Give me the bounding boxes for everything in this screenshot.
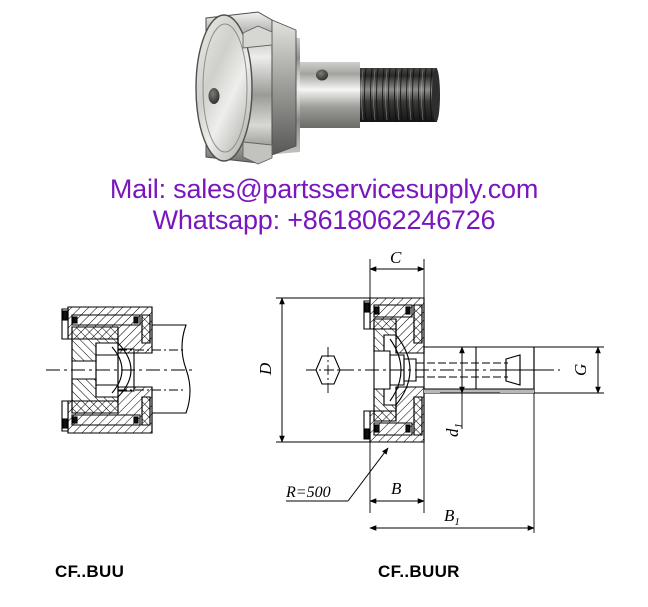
dim-label-c: C [390, 248, 402, 267]
hex-socket [208, 88, 220, 104]
photo-flange-caps [242, 25, 273, 165]
photo-stud-shank [296, 62, 360, 128]
annotation-r500: R=500 [285, 484, 331, 501]
photo-threaded-stud [357, 67, 440, 123]
dim-label-d: D [256, 362, 275, 376]
lubrication-hole [316, 69, 328, 81]
caption-cf-buur: CF..BUUR [378, 562, 460, 581]
photo-outer-ring [195, 11, 297, 164]
dim-label-d1: d1 [443, 423, 465, 437]
whatsapp-line: Whatsapp: +8618062246726 [152, 205, 496, 235]
product-photo [0, 0, 648, 175]
contact-block: Mail: sales@partsservicesupply.com Whats… [0, 176, 648, 234]
caption-cf-buu: CF..BUU [55, 562, 125, 581]
dim-label-b1: B1 [444, 506, 460, 528]
email-line: Mail: sales@partsservicesupply.com [109, 174, 539, 204]
drawing-cf-buur [306, 297, 560, 443]
engineering-drawings: C D d1 G B B1 R=500 [0, 243, 648, 543]
dimension-lines [276, 259, 604, 533]
dim-label-g: G [571, 364, 590, 376]
drawing-cf-buu [46, 306, 196, 434]
svg-text:d1: d1 [443, 423, 465, 437]
dim-label-b: B [391, 479, 402, 498]
hex-socket-symbol [306, 347, 350, 393]
